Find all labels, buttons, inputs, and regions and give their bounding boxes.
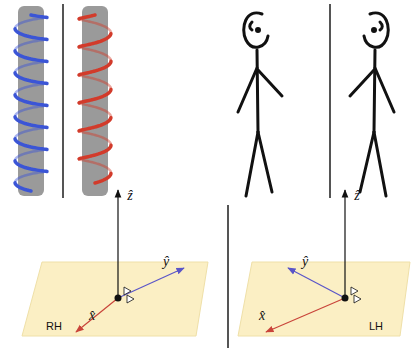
helix-back [15, 150, 47, 161]
helix-back [15, 18, 47, 29]
helix-thread [15, 161, 47, 172]
helix-back [15, 172, 47, 183]
helix-thread [15, 183, 31, 191]
helix-thread [15, 95, 47, 106]
handedness-label: RH [46, 321, 62, 332]
helix-thread [95, 173, 111, 183]
helix-back [79, 131, 111, 144]
axis-label: ŷ [302, 255, 308, 269]
origin-dot [342, 295, 349, 302]
helix-thread [31, 15, 47, 17]
y-axis [288, 268, 345, 298]
axis-label: ẑ [127, 189, 132, 203]
axis-label: ẑ [354, 189, 359, 203]
helix-thread [79, 61, 111, 75]
helix-back [79, 75, 111, 89]
mirror-line [329, 4, 331, 198]
helix-thread [79, 89, 111, 102]
helix-thread [15, 29, 47, 40]
axis-label: x̂ [259, 309, 265, 323]
mirror-line [62, 4, 64, 198]
helix-thread [15, 117, 47, 128]
helix-back [15, 40, 47, 51]
helix-thread [15, 139, 47, 150]
stick-figure [238, 13, 282, 196]
origin-dot [115, 295, 122, 302]
angle-mark [351, 287, 361, 303]
axis-label: x̂ [89, 309, 95, 323]
x-axis [76, 298, 118, 332]
helix-back [15, 84, 47, 95]
helix-thread [79, 145, 111, 159]
mirror-line [227, 205, 229, 348]
x-axis [266, 298, 345, 332]
helix-back [79, 47, 111, 60]
z-axis [117, 190, 118, 298]
helix-thread [79, 15, 95, 19]
stick-figure [350, 13, 394, 196]
plane [238, 262, 410, 336]
y-axis [118, 268, 184, 298]
z-axis [344, 190, 345, 298]
helix-back [79, 103, 111, 117]
axis-label: ŷ [163, 255, 169, 269]
helix-back [15, 106, 47, 117]
helix-back [79, 159, 111, 173]
helix-back [79, 19, 111, 33]
helix-back [15, 62, 47, 73]
plane [22, 262, 208, 336]
helix-thread [15, 73, 47, 84]
helix-thread [79, 34, 111, 47]
handedness-label: LH [369, 321, 383, 332]
helix-thread [15, 51, 47, 62]
angle-mark [124, 287, 134, 303]
helix-thread [79, 118, 111, 131]
helix-back [15, 128, 47, 139]
